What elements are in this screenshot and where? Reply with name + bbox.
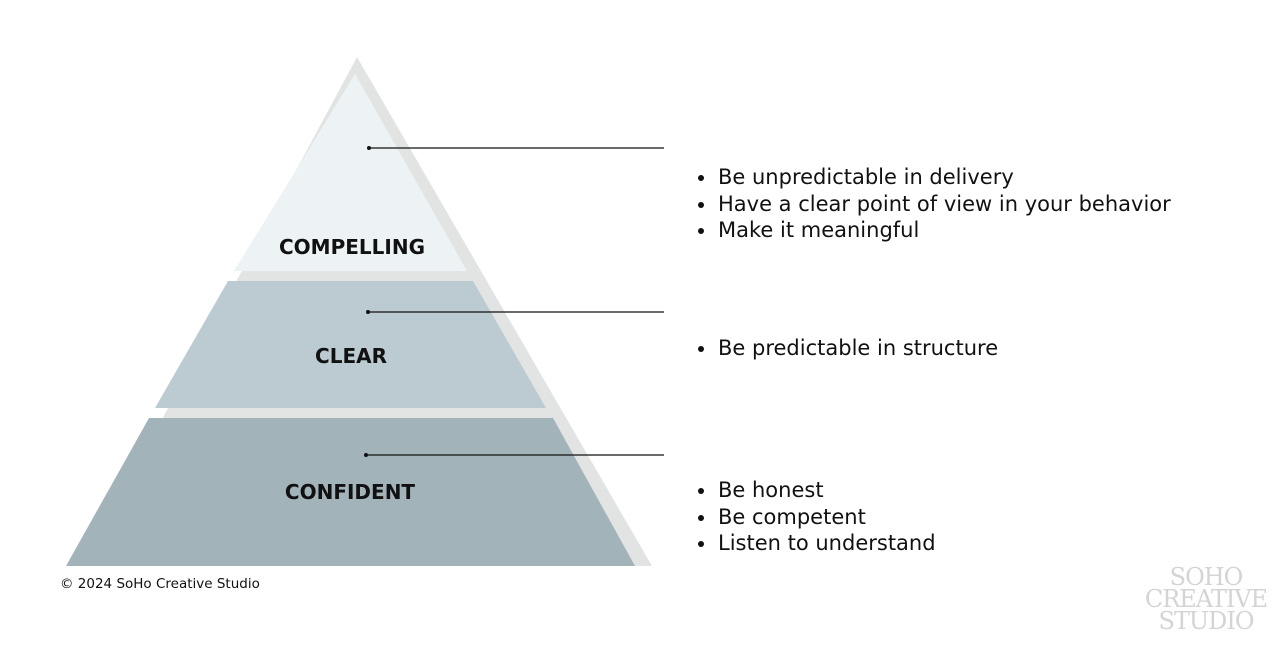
bullet-item: Be honest xyxy=(696,477,936,504)
brand-logo-line: CREATIVE xyxy=(1144,585,1268,613)
leader-compelling xyxy=(367,146,664,150)
tier-label-confident: CONFIDENT xyxy=(285,480,416,504)
bullet-item: Listen to understand xyxy=(696,530,936,557)
bullet-item: Be competent xyxy=(696,504,936,531)
leader-dot-clear xyxy=(366,310,370,314)
brand-logo: SOHO CREATIVE STUDIO xyxy=(1132,563,1280,635)
brand-logo-line: SOHO xyxy=(1169,563,1244,591)
tier-label-clear: CLEAR xyxy=(315,344,387,368)
bullet-item: Have a clear point of view in your behav… xyxy=(696,191,1171,218)
bullet-item: Be predictable in structure xyxy=(696,335,998,362)
tier-label-compelling: COMPELLING xyxy=(279,235,425,259)
leader-dot-confident xyxy=(364,453,368,457)
bullet-list-confident: Be honest Be competent Listen to underst… xyxy=(696,477,936,557)
bullet-item: Be unpredictable in delivery xyxy=(696,164,1171,191)
copyright-text: © 2024 SoHo Creative Studio xyxy=(60,576,260,592)
leader-confident xyxy=(364,453,664,457)
bullet-list-compelling: Be unpredictable in delivery Have a clea… xyxy=(696,164,1171,244)
leader-clear xyxy=(366,310,664,314)
brand-logo-line: STUDIO xyxy=(1158,607,1254,635)
tier-compelling-shape xyxy=(234,74,467,271)
bullet-list-clear: Be predictable in structure xyxy=(696,335,998,362)
leader-dot-compelling xyxy=(367,146,371,150)
tier-clear-shape xyxy=(155,281,546,408)
bullet-item: Make it meaningful xyxy=(696,217,1171,244)
